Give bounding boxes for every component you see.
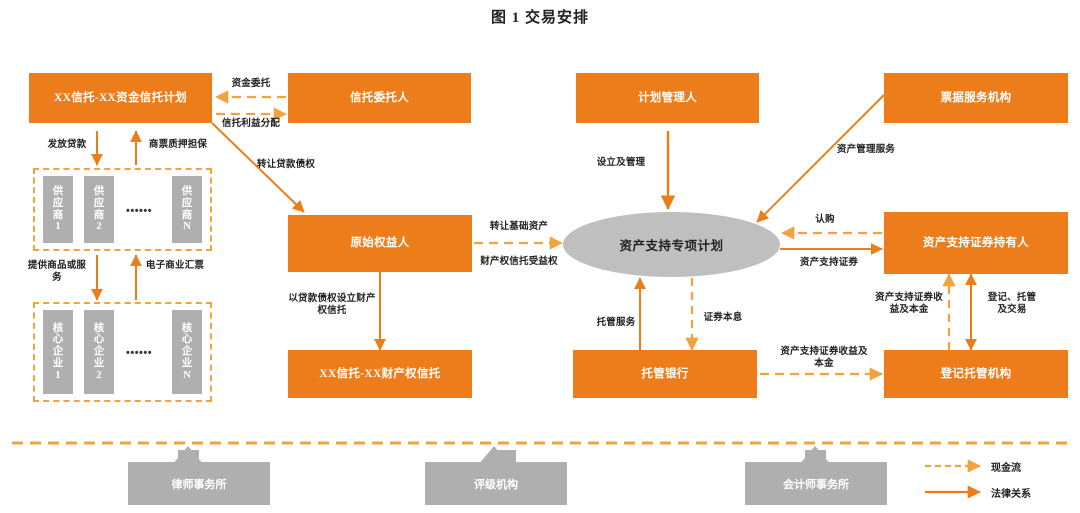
label-securities-principal-interest: 证券本息	[703, 313, 743, 323]
core-2-char-4: 2	[96, 369, 102, 381]
supplier-1-char-2: 商	[52, 209, 64, 221]
label-electronic-commercial-draft: 电子商业汇票	[145, 261, 205, 271]
core-enterprise-n[interactable]: 核 心 企 业 N	[172, 310, 202, 394]
supplier-1-char-3: 1	[55, 221, 61, 233]
core-1-char-4: 1	[55, 369, 61, 381]
supplier-2-char-3: 2	[96, 221, 102, 233]
node-note-service-org[interactable]: 票据服务机构	[884, 73, 1068, 123]
core-n-char-3: 业	[181, 357, 193, 369]
core-2-char-1: 心	[93, 334, 105, 346]
label-provide-goods-services: 提供商品或服务	[27, 261, 87, 283]
supplier-n-char-0: 供	[181, 186, 193, 197]
label-transfer-base-assets: 转让基础资产	[489, 222, 549, 232]
core-n-char-0: 核	[181, 322, 193, 334]
label-fund-entrust: 资金委托	[231, 79, 271, 89]
core-1-char-0: 核	[52, 322, 64, 334]
edge-asset-management-service	[757, 95, 884, 222]
supplier-2-char-1: 应	[93, 197, 105, 209]
legend-cash-flow-label: 现金流	[991, 463, 1021, 474]
legend-legal-relation-label: 法律关系	[991, 489, 1031, 500]
bottom-arrow-rating-agency	[478, 446, 510, 505]
supplier-1[interactable]: 供 应 商 1	[43, 176, 73, 243]
core-2-char-3: 业	[93, 357, 105, 369]
node-accounting-firm[interactable]: 会计师事务所	[783, 478, 849, 491]
node-rating-agency[interactable]: 评级机构	[474, 478, 518, 491]
label-registration-custody-trading: 登记、托管及交易	[987, 293, 1037, 315]
core-1-char-2: 企	[52, 346, 64, 358]
core-1-char-3: 业	[52, 357, 64, 369]
supplier-1-char-0: 供	[52, 186, 64, 197]
label-note-pledge-guarantee: 商票质押担保	[148, 140, 208, 150]
figure-title: 图 1 交易安排	[490, 10, 589, 26]
label-custody-service: 托管服务	[596, 318, 636, 328]
label-trust-benefit-distribution: 信托利益分配	[221, 119, 281, 129]
edge-transfer-loan-claim	[212, 123, 304, 212]
core-2-char-0: 核	[93, 322, 105, 334]
label-property-trust-beneficiary: 财产权信托受益权	[480, 257, 558, 267]
node-property-trust[interactable]: XX信托-XX财产权信托	[288, 350, 472, 398]
supplier-2-char-0: 供	[93, 186, 105, 197]
label-establish-and-manage: 设立及管理	[596, 158, 646, 168]
label-establish-property-trust: 以贷款债权设立财产权信托	[288, 294, 376, 316]
core-2-char-2: 企	[93, 346, 105, 358]
supplier-2[interactable]: 供 应 商 2	[84, 176, 114, 243]
node-plan-manager[interactable]: 计划管理人	[576, 73, 759, 123]
supplier-ellipsis: ••••••	[126, 205, 153, 217]
label-abs-income-principal-mid: 资产支持证券收益及本金	[780, 347, 868, 369]
label-transfer-loan-claim: 转让贷款债权	[256, 160, 316, 170]
supplier-1-char-1: 应	[52, 197, 64, 209]
core-enterprise-1[interactable]: 核 心 企 业 1	[43, 310, 73, 394]
supplier-2-char-2: 商	[93, 209, 105, 221]
supplier-n-char-1: 应	[181, 197, 193, 209]
node-abs-special-plan[interactable]: 资产支持专项计划	[563, 212, 780, 277]
core-n-char-2: 企	[181, 346, 193, 358]
node-originator[interactable]: 原始权益人	[288, 215, 472, 272]
core-n-char-1: 心	[181, 334, 193, 346]
node-abs-holder[interactable]: 资产支持证券持有人	[884, 212, 1068, 274]
core-n-char-4: N	[183, 369, 191, 381]
label-asset-backed-securities: 资产支持证券	[799, 258, 859, 268]
supplier-n-char-2: 商	[181, 209, 193, 221]
supplier-n-char-3: N	[183, 221, 191, 233]
node-registration-custody-org[interactable]: 登记托管机构	[884, 350, 1068, 398]
node-trustor[interactable]: 信托委托人	[288, 73, 471, 123]
label-abs-income-principal-left: 资产支持证券收益及本金	[875, 293, 943, 315]
core-1-char-1: 心	[52, 334, 64, 346]
label-subscribe: 认购	[815, 215, 835, 225]
core-enterprise-2[interactable]: 核 心 企 业 2	[84, 310, 114, 394]
bottom-arrow-accounting-firm	[799, 446, 831, 505]
label-issue-loan: 发放贷款	[47, 140, 87, 150]
supplier-group	[33, 168, 212, 251]
node-law-firm[interactable]: 律师事务所	[171, 478, 227, 491]
supplier-n[interactable]: 供 应 商 N	[172, 176, 202, 243]
node-custodian-bank[interactable]: 托管银行	[573, 350, 757, 398]
bottom-shape-law-firm	[128, 450, 270, 505]
node-fund-trust-plan[interactable]: XX信托-XX资金信托计划	[29, 73, 212, 123]
label-asset-management-service: 资产管理服务	[836, 145, 896, 155]
core-enterprise-ellipsis: ••••••	[126, 347, 153, 359]
core-enterprise-group	[33, 302, 212, 402]
bottom-arrow-law-firm	[172, 446, 204, 505]
